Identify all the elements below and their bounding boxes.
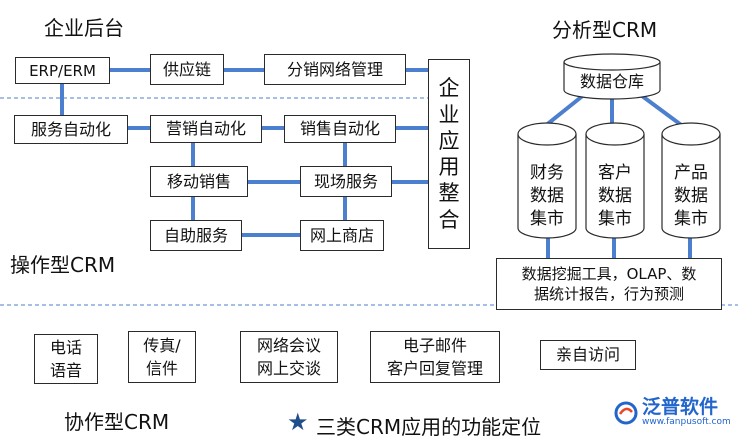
customer-mart-line: 客户 bbox=[598, 163, 632, 183]
customer-data-mart-cylinder: 客户 数据 集市 bbox=[584, 120, 646, 240]
email-reply-box: 电子邮件 客户回复管理 bbox=[370, 331, 500, 383]
mobile-sales-box: 移动销售 bbox=[150, 166, 248, 197]
supply-chain-box: 供应链 bbox=[150, 54, 224, 85]
marketing-automation-box: 营销自动化 bbox=[150, 115, 262, 143]
analysis-tools-box: 数据挖掘工具，OLAP、数 据统计报告，行为预测 bbox=[496, 258, 722, 310]
fanpu-logo: 泛普软件 www.fanpusoft.com bbox=[614, 396, 731, 428]
fax-letter-line: 信件 bbox=[145, 359, 178, 378]
cylinder-shape bbox=[517, 122, 577, 239]
web-conference-line: 网上交谈 bbox=[256, 359, 321, 378]
self-service-box: 自助服务 bbox=[150, 220, 242, 251]
product-mart-line: 集市 bbox=[674, 208, 708, 229]
service-automation-box: 服务自动化 bbox=[14, 115, 128, 144]
phone-voice-line: 语音 bbox=[49, 361, 82, 380]
fax-letter-line: 传真/ bbox=[143, 335, 181, 355]
analysis-tools-line: 据统计报告，行为预测 bbox=[533, 285, 684, 303]
distribution-network-box: 分销网络管理 bbox=[264, 54, 406, 85]
data-warehouse-cylinder: 数据仓库 bbox=[562, 52, 662, 100]
phone-voice-line: 电话 bbox=[49, 337, 82, 357]
product-data-mart-cylinder: 产品 数据 集市 bbox=[660, 120, 722, 240]
phone-voice-box: 电话 语音 bbox=[34, 334, 98, 384]
cylinder-shape bbox=[563, 53, 661, 100]
enterprise-integration-box: 企 业 应 用 整 合 bbox=[428, 59, 470, 249]
personal-visit-box: 亲自访问 bbox=[540, 340, 636, 370]
finance-mart-line: 财务 bbox=[530, 163, 564, 183]
finance-data-mart-cylinder: 财务 数据 集市 bbox=[516, 120, 578, 240]
integration-char: 企 bbox=[438, 76, 460, 101]
operational-crm-title: 操作型CRM bbox=[10, 253, 116, 277]
data-warehouse-label: 数据仓库 bbox=[579, 72, 644, 91]
product-mart-line: 数据 bbox=[674, 185, 708, 206]
integration-char: 整 bbox=[438, 181, 460, 206]
enterprise-backend-title: 企业后台 bbox=[44, 16, 124, 40]
integration-char: 应 bbox=[438, 128, 460, 153]
sales-automation-box: 销售自动化 bbox=[284, 115, 396, 143]
finance-mart-line: 集市 bbox=[530, 208, 564, 229]
figure-caption: 三类CRM应用的功能定位 bbox=[316, 415, 542, 439]
online-store-box: 网上商店 bbox=[300, 220, 384, 251]
fanpu-logo-text: 泛普软件 www.fanpusoft.com bbox=[642, 396, 731, 428]
analysis-tools-line: 数据挖掘工具，OLAP、数 bbox=[521, 265, 697, 283]
fanpu-logo-mark-icon bbox=[614, 401, 638, 425]
web-conference-box: 网络会议 网上交谈 bbox=[240, 331, 338, 383]
analytic-crm-title: 分析型CRM bbox=[552, 18, 658, 42]
cylinder-shape bbox=[661, 122, 721, 239]
erp-erm-box: ERP/ERM bbox=[15, 57, 110, 84]
cylinder-shape bbox=[585, 122, 645, 239]
integration-char: 合 bbox=[438, 207, 460, 232]
email-reply-line: 客户回复管理 bbox=[386, 359, 483, 378]
product-mart-line: 产品 bbox=[674, 163, 708, 183]
web-conference-line: 网络会议 bbox=[256, 335, 321, 355]
finance-mart-line: 数据 bbox=[530, 185, 564, 206]
collaborative-crm-title: 协作型CRM bbox=[64, 410, 170, 434]
fanpu-logo-url: www.fanpusoft.com bbox=[642, 416, 731, 427]
integration-char: 业 bbox=[438, 102, 460, 127]
customer-mart-line: 集市 bbox=[598, 208, 632, 229]
fanpu-logo-name: 泛普软件 bbox=[642, 396, 719, 418]
email-reply-line: 电子邮件 bbox=[402, 335, 467, 355]
customer-mart-line: 数据 bbox=[598, 185, 632, 206]
star-icon: ★ bbox=[287, 408, 309, 436]
field-service-box: 现场服务 bbox=[300, 166, 392, 197]
fax-letter-box: 传真/ 信件 bbox=[128, 331, 196, 383]
integration-char: 用 bbox=[438, 155, 460, 179]
